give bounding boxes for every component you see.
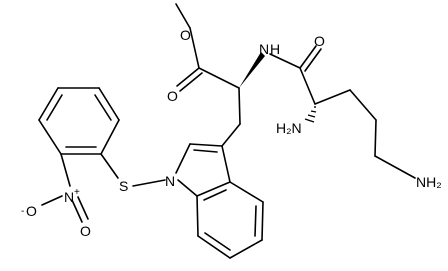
bond-c6-c7-a bbox=[197, 235, 231, 259]
bond-amide-c-alpha2 bbox=[299, 67, 316, 105]
wedge-bond-alpha-n bbox=[239, 52, 265, 88]
bond-amide-c-o-b bbox=[304, 48, 322, 72]
indole-nitrogen-label: N bbox=[165, 173, 175, 189]
bond-nitro-n-o-a bbox=[71, 199, 83, 223]
amide-oxygen-label: O bbox=[314, 33, 325, 49]
nitro-nitrogen-charge: + bbox=[74, 187, 80, 198]
amide-hydrogen-label: H bbox=[270, 41, 280, 57]
bond-methyl-o bbox=[175, 3, 191, 29]
bond-carbonyl-c-alpha-c bbox=[198, 67, 240, 89]
bond-n1-c7a bbox=[177, 179, 198, 197]
bond-ar4-ar5-a bbox=[38, 87, 59, 121]
carbonyl-oxygen-label: O bbox=[167, 88, 178, 104]
bond-c3a-c3 bbox=[221, 145, 231, 183]
bond-ar2-ar3-a bbox=[98, 87, 120, 121]
bond-ar1-ar2 bbox=[100, 119, 120, 155]
bond-c7-c7a bbox=[196, 195, 199, 237]
ester-oxygen-label: O bbox=[180, 27, 191, 43]
bond-nitro-n-o-minus bbox=[41, 195, 63, 206]
bond-cd-terminal-n bbox=[374, 155, 416, 179]
nitro-oxygen-label: O bbox=[80, 223, 91, 239]
bond-cg-cd bbox=[374, 119, 377, 157]
bond-carbonyl-c-o-b bbox=[179, 72, 203, 92]
bond-cb-cg bbox=[349, 89, 377, 121]
bond-n1-s bbox=[132, 179, 166, 187]
amide-nitrogen-label: N bbox=[259, 41, 269, 57]
bond-ch2-indole-c3 bbox=[221, 123, 241, 147]
bond-c2-n1 bbox=[175, 143, 191, 174]
bond-alpha-ch2 bbox=[238, 87, 241, 125]
bond-c6-c7-b bbox=[204, 232, 231, 251]
alpha-amine-label: H₂N bbox=[276, 120, 302, 136]
bond-s-aryl bbox=[100, 153, 119, 179]
bond-c4-c5-b bbox=[254, 205, 257, 237]
nitro-oxide-label: O bbox=[26, 203, 37, 219]
bond-alpha2-cb bbox=[314, 89, 351, 105]
nitro-nitrogen-label: N bbox=[64, 189, 74, 205]
bond-nitro-n-o-b bbox=[77, 196, 89, 220]
bond-c3-c2-b bbox=[193, 149, 218, 153]
nitro-oxide-charge: - bbox=[21, 206, 24, 217]
bond-ar4-ar5-b bbox=[46, 94, 63, 121]
bond-ar5-ar6 bbox=[38, 119, 62, 155]
sulfur-label: S bbox=[119, 178, 128, 194]
bond-carbonyl-c-o-a bbox=[176, 67, 200, 87]
hashed-bond-alpha2-nh2 bbox=[304, 106, 317, 123]
bond-c7a-c3a-inner bbox=[203, 189, 227, 201]
bond-amide-c-o-a bbox=[299, 45, 317, 69]
bond-ar6-nitro-n bbox=[60, 153, 71, 187]
bond-ar2-ar3-b bbox=[94, 94, 112, 121]
bond-o-carbonyl-c bbox=[189, 27, 200, 69]
terminal-amine-label: NH₂ bbox=[416, 174, 442, 190]
bond-c3a-c4 bbox=[229, 181, 264, 203]
bond-c5-c6 bbox=[229, 239, 263, 259]
bond-n-amide-c bbox=[269, 53, 301, 69]
bond-c3-c2-a bbox=[189, 143, 223, 147]
bond-c7a-c3a bbox=[196, 181, 231, 197]
bond-c4-c5-a bbox=[261, 201, 264, 241]
